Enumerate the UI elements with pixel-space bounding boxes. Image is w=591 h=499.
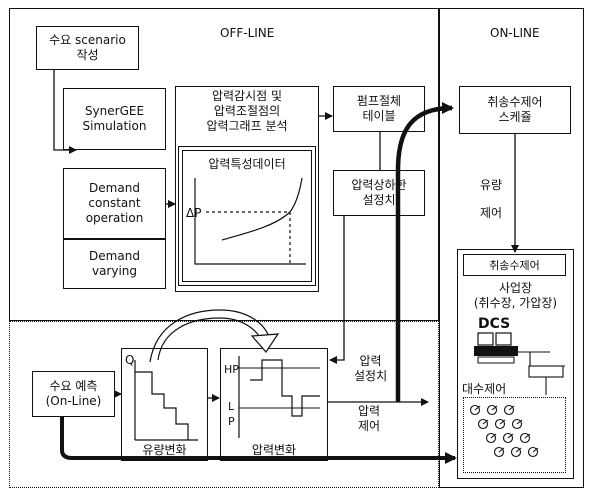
dcs-computer-icon [474,332,518,364]
transmission-control-text: 취송수제어 [489,258,540,272]
demand-constant-box: Demand constant operation [63,168,166,239]
axis-hp-label: HP [224,363,239,376]
analysis-line-3: 압력그래프 분석 [206,119,288,133]
synergee-line-1: SynerGEE [84,104,145,118]
arrow-limits-to-pressure-change [329,216,345,364]
setpoint-line-2: 설정치 [354,369,388,383]
axis-q-label: Q [125,353,135,367]
pump-icon-9 [519,432,531,444]
offline-region [9,8,439,321]
schedule-line-1: 취송수제어 [487,95,543,109]
axis-l-label: L [228,400,235,413]
pressure-control-label: 압력 제어 [358,404,380,434]
pump-icon-8 [502,432,514,444]
demand-varying-line-2: varying [91,264,138,278]
pump-switch-table-box: 펌프절체 테이블 [333,86,425,132]
schedule-line-2: 스케쥴 [498,110,532,124]
pump-icon-3 [503,404,515,416]
synergee-line-2: Simulation [82,119,147,133]
forecast-line-2: (On-Line) [45,394,102,408]
curved-transfer-arrow-outer [149,309,271,363]
pump-icons [469,404,539,458]
setpoint-line-1: 압력 [359,354,382,368]
thick-line-forecast-to-plant [60,417,457,464]
forecast-line-1: 수요 예측 [49,379,98,393]
pressure-limits-line-1: 압력상하한 [351,178,407,192]
pump-icon-11 [510,446,522,458]
pump-array-frame [463,397,566,473]
pressure-characteristic-chart [194,177,306,265]
demand-forecast-box: 수요 예측 (On-Line) [32,371,115,417]
analysis-line-1: 압력감시점 및 [211,89,283,103]
flow-control-line-1: 유량 [480,178,503,192]
scenario-line-2: 작성 [76,48,99,62]
arrow-scenario-to-simulation [53,70,77,154]
pressure-change-box: 압력변화 [220,348,328,461]
demand-constant-line-2: constant [88,196,141,210]
pressure-data-outer-frame [178,146,316,286]
transmission-control-box: 취송수제어 [463,254,566,276]
pump-icon-10 [493,446,505,458]
pump-table-line-1: 펌프절체 [356,94,402,108]
dcs-label: DCS [478,316,511,332]
pressure-analysis-box [175,86,319,292]
plant-line-2: (취수장, 가압장) [473,296,558,310]
synergee-simulation-box: SynerGEE Simulation [63,88,166,150]
delta-p-label: ΔP [186,206,202,220]
unit-control-label: 대수제어 [462,382,507,396]
pressure-limits-line-2: 설정치 [362,193,396,207]
pressure-data-title: 압력특성데이터 [208,157,286,171]
pump-icon-1 [469,404,481,416]
control-line-2: 제어 [358,419,381,433]
online-region [439,8,584,488]
online-label: ON-LINE [490,26,540,40]
pump-icon-7 [485,432,497,444]
flow-step-chart [134,360,198,441]
pump-icon-6 [511,418,523,430]
flow-control-line-2: 제어 [480,206,503,220]
demand-scenario-box: 수요 scenario 작성 [36,26,139,70]
thick-arrow-to-schedule [395,102,454,402]
pump-icon-4 [477,418,489,430]
axis-p-label: P [228,415,235,428]
pump-icon-2 [486,404,498,416]
pressure-analysis-text: 압력감시점 및 압력조절점의 압력그래프 분석 [175,89,319,134]
flow-change-label: 유량변화 [142,443,187,457]
curved-arrow-head [250,333,280,353]
demand-constant-line-1: Demand [89,181,140,195]
demand-varying-box: Demand varying [63,239,166,289]
offline-label: OFF-LINE [220,26,275,40]
scenario-line-1: 수요 scenario [49,33,126,47]
plant-label: 사업장 (취수장, 가압장) [457,281,574,311]
curved-transfer-arrow [157,317,263,361]
pressure-step-chart [238,356,320,438]
pressure-setpoint-label: 압력 설정치 [354,354,387,384]
pressure-limits-box: 압력상하한 설정치 [333,170,425,216]
transmission-schedule-box: 취송수제어 스케쥴 [459,86,571,134]
pump-icon-5 [494,418,506,430]
plant-line-1: 사업장 [498,281,533,295]
analysis-line-2: 압력조절점의 [213,104,281,118]
rcs-network-lines [518,351,565,395]
online-lower-region [9,321,439,488]
pressure-data-inner-frame [182,150,312,282]
pump-table-line-2: 테이블 [362,109,396,123]
demand-varying-line-1: Demand [89,249,140,263]
pressure-change-label: 압력변화 [251,443,297,457]
demand-constant-line-3: operation [85,211,144,225]
control-line-1: 압력 [358,404,381,418]
pump-icon-12 [527,446,539,458]
